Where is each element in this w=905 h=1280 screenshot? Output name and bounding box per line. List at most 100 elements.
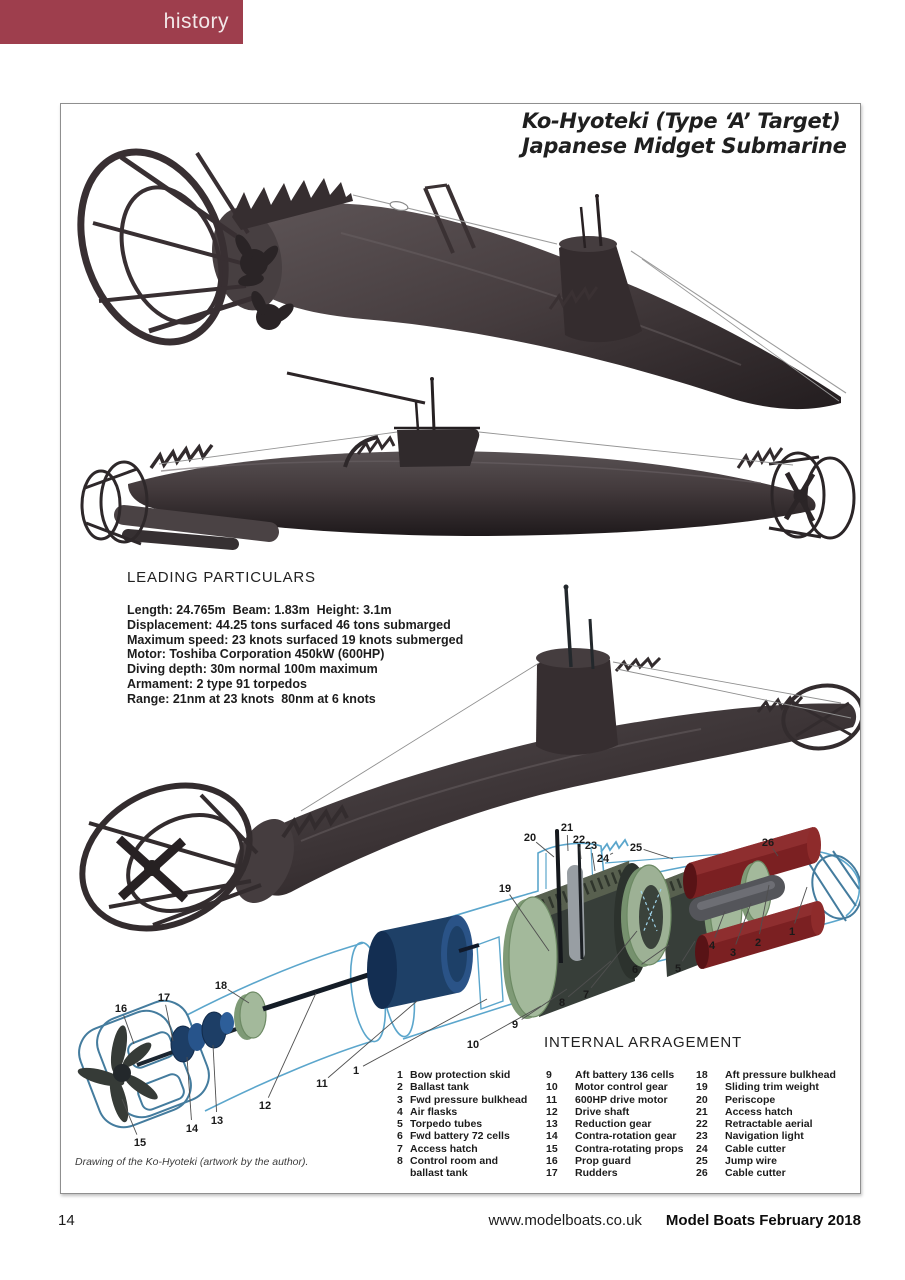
torpedo-tube-lower	[122, 529, 239, 550]
contra-rotating-props	[77, 1025, 158, 1123]
torpedo-tube-upper	[114, 505, 279, 542]
page-number: 14	[58, 1212, 75, 1229]
bow-skid	[80, 460, 149, 546]
section-tab-history: history	[0, 0, 243, 44]
svg-text:3: 3	[730, 947, 736, 959]
stern-aframe	[423, 183, 476, 254]
svg-text:10: 10	[467, 1039, 479, 1051]
periscope-and-aerial	[555, 829, 584, 964]
spec-line: Armament: 2 type 91 torpedos	[127, 676, 307, 691]
bow-cable-cutter	[149, 443, 214, 469]
propellers	[235, 234, 294, 330]
bow-skid	[781, 683, 860, 751]
svg-text:15: 15	[134, 1137, 146, 1149]
gear-assembly	[170, 1011, 234, 1063]
tower-strut	[343, 435, 379, 468]
svg-text:21: 21	[561, 822, 573, 834]
spec-line: Motor: Toshiba Corporation 450kW (600HP)	[127, 647, 385, 662]
svg-text:26: 26	[762, 837, 774, 849]
footer-right: www.modelboats.co.uk Model Boats Februar…	[489, 1212, 861, 1229]
net-cutter-teeth	[548, 286, 599, 310]
spec-line: Diving depth: 30m normal 100m maximum	[127, 662, 378, 677]
aft-pressure-bulkhead	[234, 991, 267, 1040]
svg-text:24: 24	[597, 853, 610, 865]
specs-list: Length: 24.765m Beam: 1.83m Height: 3.1m…	[127, 603, 463, 707]
prop-guard-cage	[79, 782, 262, 932]
svg-text:9: 9	[512, 1019, 518, 1031]
svg-text:8: 8	[559, 997, 565, 1009]
svg-text:18: 18	[215, 980, 227, 992]
conning-tower	[536, 653, 618, 755]
spec-line: Displacement: 44.25 tons surfaced 46 ton…	[127, 617, 451, 632]
conning-tower	[559, 239, 642, 343]
prop-guard-cage	[77, 148, 254, 346]
jump-wires	[300, 661, 852, 812]
torpedo-upper	[683, 827, 821, 899]
svg-text:20: 20	[524, 832, 536, 844]
control-room-bulkhead	[621, 864, 672, 967]
svg-text:1: 1	[353, 1065, 359, 1077]
bow-skid-wireframe	[800, 848, 860, 922]
title-line-1: Ko-Hyoteki (Type ‘A’ Target)	[522, 109, 841, 133]
svg-text:2: 2	[755, 937, 761, 949]
svg-text:6: 6	[632, 964, 638, 976]
tower-top	[559, 236, 617, 252]
page-footer: 14 www.modelboats.co.uk Model Boats Febr…	[58, 1212, 861, 1229]
torpedo-lower	[695, 901, 825, 969]
svg-text:17: 17	[158, 992, 170, 1004]
svg-text:4: 4	[709, 940, 716, 952]
rudder-fin	[137, 1073, 185, 1111]
submarine-render-angled	[79, 584, 860, 932]
exploded-diagram: 1617181514131211110987654321192021222324…	[77, 822, 860, 1149]
bow-cable-cutter	[756, 695, 804, 713]
page-artwork: 1617181514131211110987654321192021222324…	[77, 148, 860, 1149]
spec-line: Range: 21nm at 23 knots 80nm at 6 knots	[127, 691, 376, 706]
jump-wires	[158, 431, 794, 466]
svg-text:11: 11	[316, 1078, 328, 1090]
svg-text:7: 7	[583, 989, 589, 1001]
net-cutter-teeth	[356, 435, 396, 455]
stern-cable-cutter	[281, 804, 349, 839]
title-line-2: Japanese Midget Submarine	[522, 133, 847, 158]
tower-cable-cutter	[600, 838, 629, 853]
spec-line: Maximum speed: 23 knots surfaced 19 knot…	[127, 632, 464, 647]
tower-rail-teeth	[614, 656, 662, 672]
leading-particulars-heading: LEADING PARTICULARS	[127, 569, 316, 586]
spec-line: Length: 24.765m Beam: 1.83m Height: 3.1m	[127, 603, 392, 617]
svg-text:12: 12	[259, 1100, 271, 1112]
stern-cable-cutter	[736, 446, 784, 469]
svg-text:5: 5	[675, 963, 681, 975]
prop-guard-cage	[768, 451, 856, 540]
internal-arrangement-heading: INTERNAL ARRAGEMENT	[544, 1034, 743, 1051]
svg-text:25: 25	[630, 842, 642, 854]
article-title: Ko-Hyoteki (Type ‘A’ Target) Japanese Mi…	[522, 109, 847, 158]
website-url: www.modelboats.co.uk	[488, 1212, 642, 1229]
air-flask	[689, 875, 785, 921]
svg-text:19: 19	[499, 883, 511, 895]
